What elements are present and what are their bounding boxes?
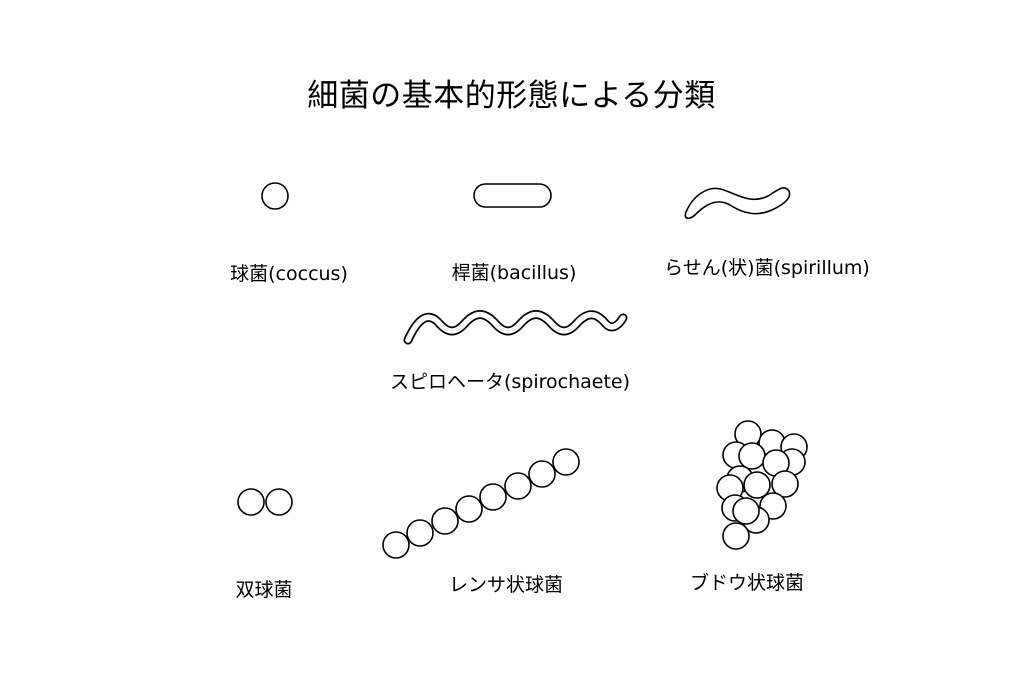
spirochaete-shape: [403, 310, 628, 345]
spirillum-shape: [684, 187, 791, 220]
staphylococcus-label: ブドウ状球菌: [689, 572, 805, 594]
diplococcus-label: 双球菌: [235, 579, 293, 601]
streptococcus-label: レンサ状球菌: [448, 574, 564, 596]
coccus-shape: [261, 182, 289, 210]
spirillum-label: らせん(状)菌(spirillum): [664, 257, 870, 279]
bacillus-label: 桿菌(bacillus): [451, 262, 577, 284]
streptococcus-shape: [382, 448, 580, 559]
spirochaete-label: スピロヘータ(spirochaete): [389, 371, 631, 393]
staphylococcus-shape: [716, 420, 808, 550]
coccus-label: 球菌(coccus): [230, 263, 348, 285]
diplococcus-shape: [237, 488, 293, 516]
diagram-title: 細菌の基本的形態による分類: [307, 78, 716, 114]
bacillus-shape: [473, 183, 552, 208]
